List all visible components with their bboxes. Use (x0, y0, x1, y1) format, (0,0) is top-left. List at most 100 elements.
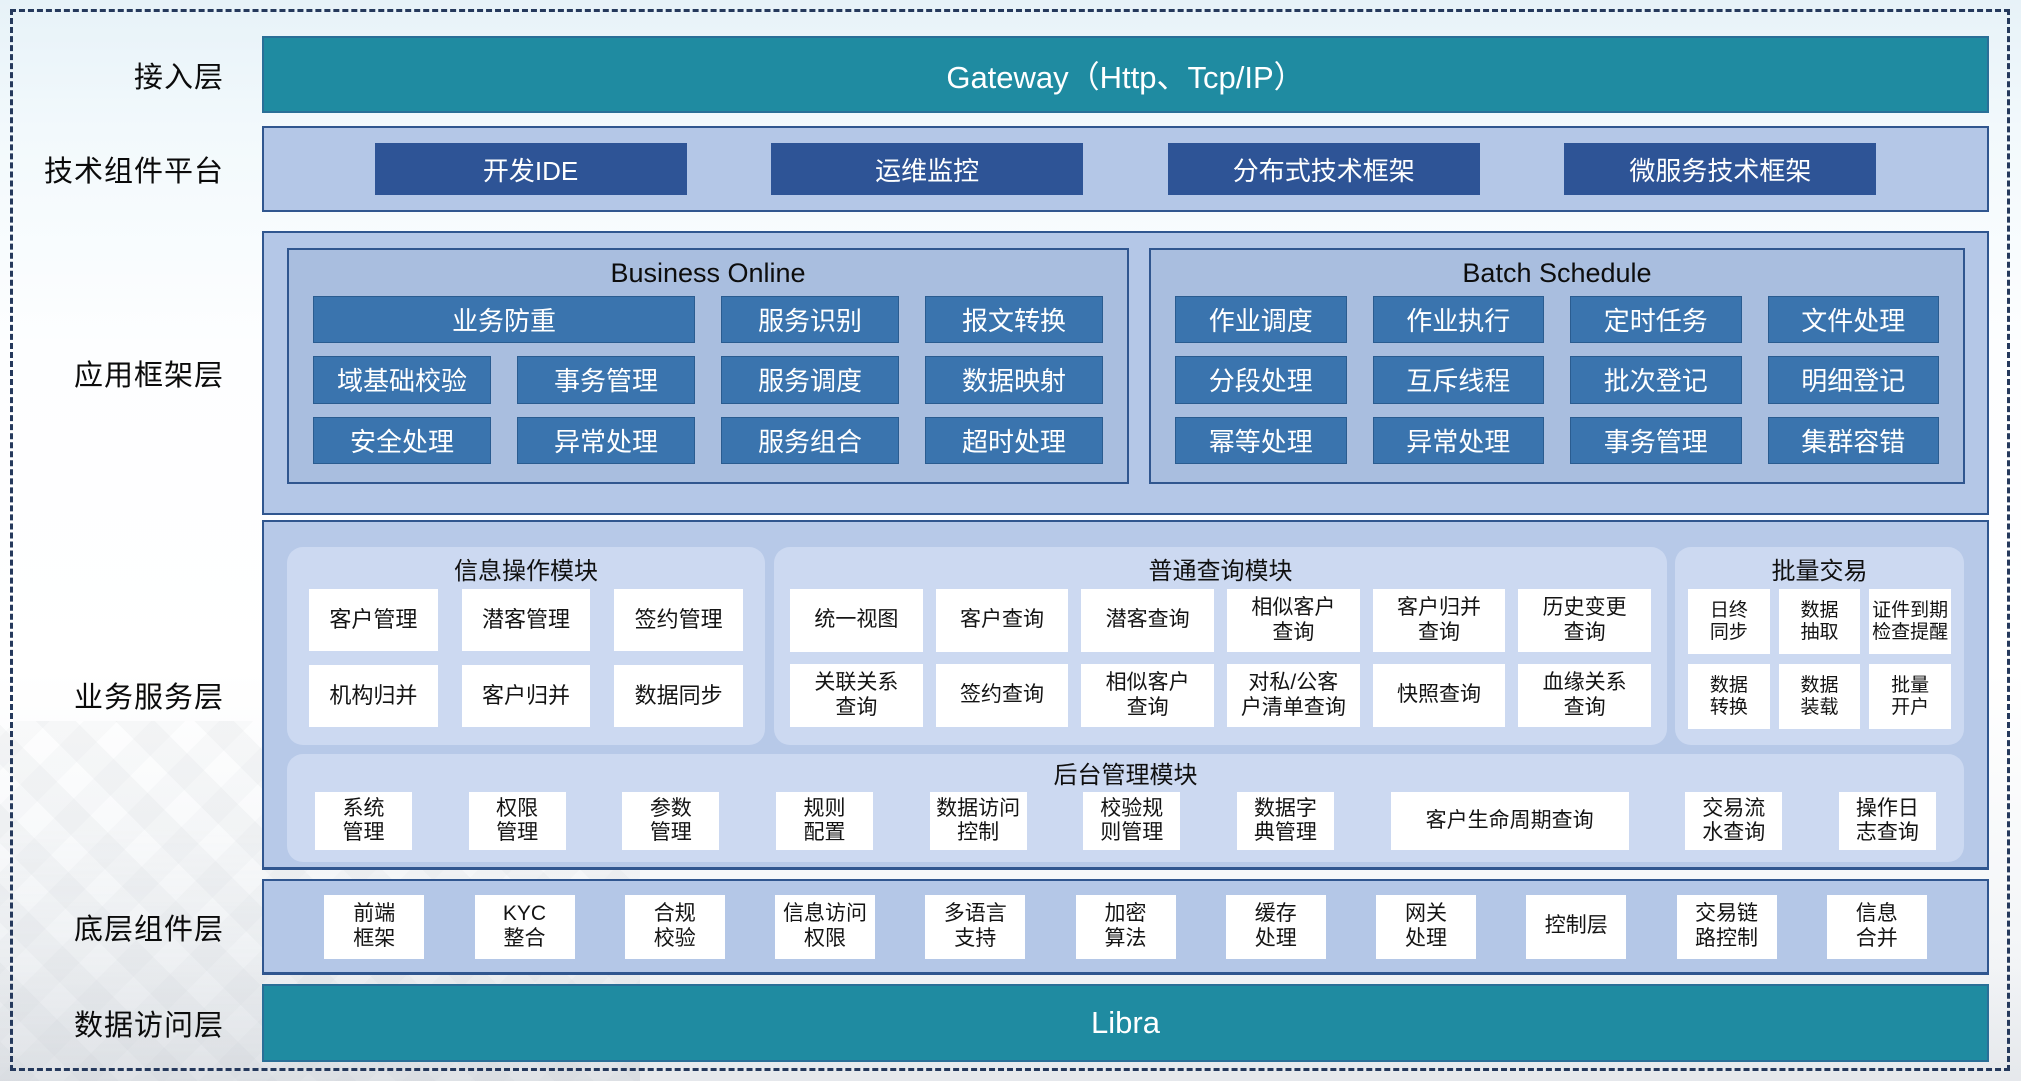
batch-schedule-button: 幂等处理 (1175, 416, 1347, 464)
query-module-panel: 普通查询模块 统一视图客户查询潜客查询相似客户 查询客户归并 查询历史变更 查询… (774, 547, 1667, 745)
query-module-button: 客户归并 查询 (1372, 589, 1506, 652)
batch-schedule-button: 集群容错 (1767, 416, 1939, 464)
batch-trade-button: 数据 装载 (1778, 664, 1861, 729)
query-module-grid: 统一视图客户查询潜客查询相似客户 查询客户归并 查询历史变更 查询关联关系 查询… (774, 589, 1667, 745)
layer-label-data-access: 数据访问层 (73, 1010, 224, 1042)
batch-schedule-title: Batch Schedule (1462, 257, 1652, 288)
business-online-button: 服务识别 (721, 296, 899, 344)
admin-module-button: 权限 管理 (468, 792, 566, 850)
base-component-button: 信息 合并 (1826, 894, 1927, 959)
tech-platform-container: 开发IDE 运维监控 分布式技术框架 微服务技术框架 (262, 126, 1989, 212)
batch-schedule-button: 异常处理 (1372, 416, 1544, 464)
batch-trade-button: 数据 抽取 (1778, 589, 1861, 654)
info-operation-grid: 客户管理潜客管理签约管理机构归并客户归并数据同步 (287, 589, 765, 745)
base-component-button: KYC 整合 (474, 894, 575, 959)
admin-module-button: 数据字 典管理 (1236, 792, 1334, 850)
query-module-button: 血缘关系 查询 (1518, 664, 1651, 727)
business-online-button: 服务组合 (721, 416, 899, 464)
batch-trade-button: 日终 同步 (1688, 589, 1770, 654)
layer-label-app-framework: 应用框架层 (73, 360, 224, 392)
query-module-button: 客户查询 (935, 589, 1069, 652)
query-module-button: 相似客户 查询 (1227, 589, 1360, 652)
tech-platform-button: 微服务技术框架 (1564, 143, 1877, 195)
business-online-grid: 业务防重服务识别报文转换域基础校验事务管理服务调度数据映射安全处理异常处理服务组… (289, 296, 1127, 482)
business-online-button: 超时处理 (925, 416, 1103, 464)
batch-trade-grid: 日终 同步数据 抽取证件到期 检查提醒数据 转换数据 装载批量 开户 (1675, 589, 1964, 745)
tech-platform-button: 分布式技术框架 (1167, 143, 1480, 195)
batch-trade-button: 数据 转换 (1688, 664, 1770, 729)
tech-platform-button: 运维监控 (771, 143, 1084, 195)
info-operation-button: 机构归并 (309, 665, 438, 727)
batch-schedule-button: 事务管理 (1570, 416, 1742, 464)
business-online-button: 安全处理 (313, 416, 491, 464)
batch-schedule-button: 分段处理 (1175, 356, 1347, 404)
business-online-panel: Business Online 业务防重服务识别报文转换域基础校验事务管理服务调… (287, 248, 1129, 484)
info-operation-button: 客户归并 (461, 665, 591, 727)
info-operation-title: 信息操作模块 (454, 557, 598, 585)
base-component-button: 交易链 路控制 (1676, 894, 1777, 959)
business-online-button: 数据映射 (925, 356, 1103, 404)
query-module-button: 潜客查询 (1081, 589, 1214, 652)
batch-schedule-button: 作业执行 (1372, 296, 1544, 344)
batch-schedule-button: 明细登记 (1767, 356, 1939, 404)
gateway-bar-text: Gateway（Http、Tcp/IP） (946, 60, 1305, 95)
base-component-button: 信息访问 权限 (775, 894, 875, 959)
batch-trade-button: 证件到期 检查提醒 (1869, 589, 1951, 654)
business-online-button: 业务防重 (313, 296, 695, 344)
admin-module-button: 参数 管理 (622, 792, 720, 850)
batch-schedule-button: 互斥线程 (1372, 356, 1544, 404)
admin-module-button: 数据访问 控制 (929, 792, 1027, 850)
batch-schedule-button: 定时任务 (1570, 296, 1742, 344)
query-module-button: 快照查询 (1372, 664, 1506, 727)
batch-schedule-panel: Batch Schedule 作业调度作业执行定时任务文件处理分段处理互斥线程批… (1149, 248, 1965, 484)
layer-label-tech: 技术组件平台 (43, 156, 224, 188)
query-module-button: 相似客户 查询 (1081, 664, 1214, 727)
gateway-bar: Gateway（Http、Tcp/IP） (262, 36, 1989, 113)
admin-module-title: 后台管理模块 (1053, 761, 1198, 789)
base-component-button: 前端 框架 (324, 894, 425, 959)
base-component-button: 缓存 处理 (1225, 894, 1326, 959)
admin-module-row: 系统 管理权限 管理参数 管理规则 配置数据访问 控制校验规 则管理数据字 典管… (287, 790, 1964, 862)
libra-bar-text: Libra (1091, 1005, 1160, 1040)
batch-schedule-button: 批次登记 (1570, 356, 1742, 404)
layer-label-access: 接入层 (133, 61, 224, 94)
batch-schedule-button: 作业调度 (1175, 296, 1347, 344)
business-online-title: Business Online (610, 257, 806, 288)
admin-module-button: 操作日 志查询 (1838, 792, 1936, 850)
info-operation-button: 潜客管理 (461, 589, 591, 651)
info-operation-button: 客户管理 (309, 589, 438, 651)
libra-bar: Libra (262, 984, 1989, 1062)
base-component-button: 多语言 支持 (925, 894, 1026, 959)
batch-schedule-button: 文件处理 (1767, 296, 1939, 344)
business-online-button: 报文转换 (925, 296, 1103, 344)
admin-module-button: 规则 配置 (775, 792, 873, 850)
admin-module-button: 交易流 水查询 (1685, 792, 1783, 850)
batch-trade-button: 批量 开户 (1869, 664, 1951, 729)
business-online-button: 域基础校验 (313, 356, 491, 404)
admin-module-button: 客户生命周期查询 (1390, 792, 1629, 850)
batch-trade-panel: 批量交易 日终 同步数据 抽取证件到期 检查提醒数据 转换数据 装载批量 开户 (1675, 547, 1964, 745)
tech-platform-button: 开发IDE (374, 143, 687, 195)
app-framework-container: Business Online 业务防重服务识别报文转换域基础校验事务管理服务调… (262, 231, 1989, 515)
layer-label-base-components: 底层组件层 (73, 914, 224, 946)
query-module-title: 普通查询模块 (1148, 557, 1293, 585)
batch-schedule-grid: 作业调度作业执行定时任务文件处理分段处理互斥线程批次登记明细登记幂等处理异常处理… (1151, 296, 1963, 482)
admin-module-button: 系统 管理 (315, 792, 412, 850)
query-module-button: 对私/公客 户清单查询 (1227, 664, 1360, 727)
base-component-button: 控制层 (1526, 894, 1627, 959)
business-online-button: 异常处理 (517, 416, 695, 464)
info-operation-button: 签约管理 (614, 589, 743, 651)
base-component-button: 加密 算法 (1075, 894, 1176, 959)
base-component-button: 网关 处理 (1376, 894, 1476, 959)
info-operation-panel: 信息操作模块 客户管理潜客管理签约管理机构归并客户归并数据同步 (287, 547, 765, 745)
admin-module-panel: 后台管理模块 系统 管理权限 管理参数 管理规则 配置数据访问 控制校验规 则管… (287, 754, 1964, 862)
business-online-button: 事务管理 (517, 356, 695, 404)
layer-label-business-service: 业务服务层 (73, 682, 224, 714)
query-module-button: 关联关系 查询 (790, 664, 923, 727)
batch-trade-title: 批量交易 (1771, 557, 1868, 585)
query-module-button: 统一视图 (790, 589, 923, 652)
base-component-button: 合规 校验 (624, 894, 725, 959)
info-operation-button: 数据同步 (614, 665, 743, 727)
query-module-button: 签约查询 (935, 664, 1069, 727)
